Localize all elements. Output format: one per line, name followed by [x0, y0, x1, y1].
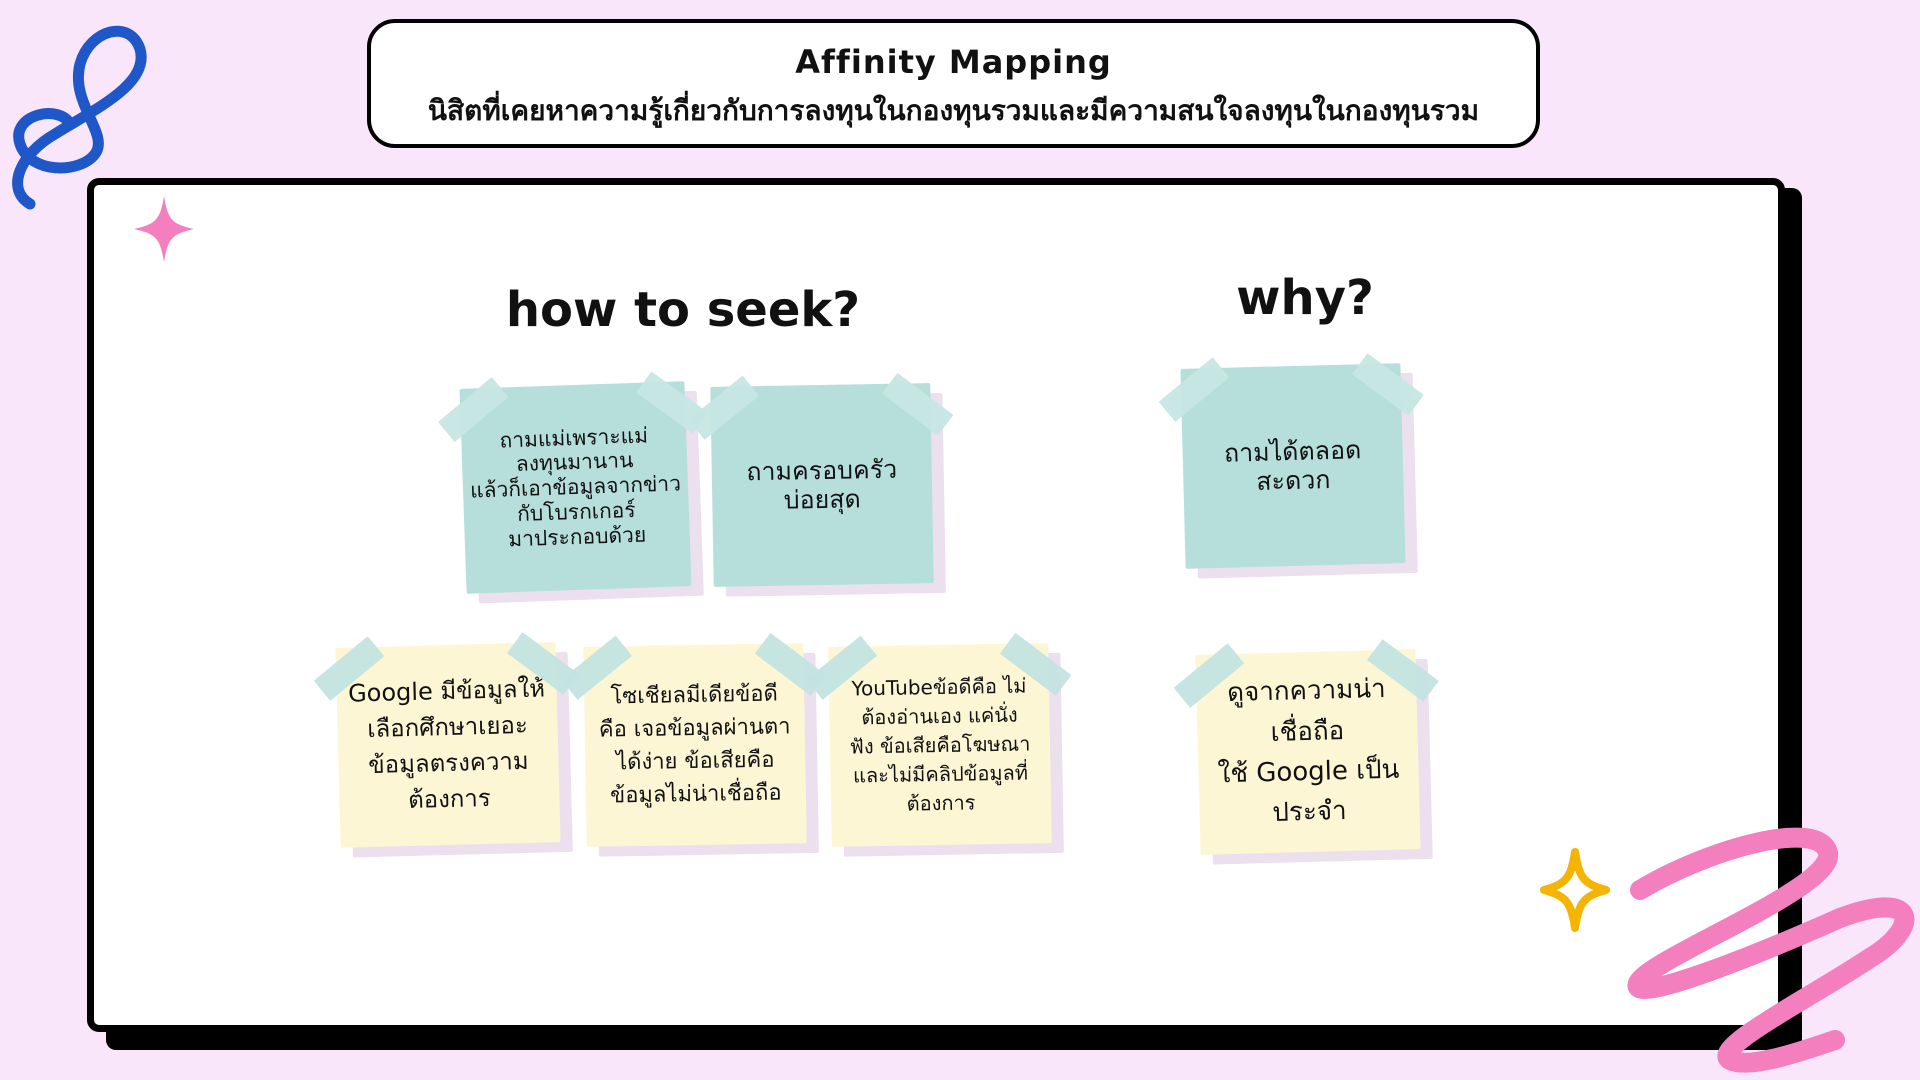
sticky-note: Google มีข้อมูลให้ เลือกศึกษาเยอะ ข้อมูล… — [313, 632, 579, 858]
sticky-note: ถามครอบครัว บ่อยสุด — [688, 372, 954, 597]
note-text: YouTubeข้อดีคือ ไม่ ต้องอ่านเอง แค่นั่ง … — [849, 672, 1031, 816]
note-text: ถามแม่เพราะแม่ ลงทุนมานาน แล้วก็เอาข้อมู… — [469, 423, 682, 552]
sticky-note: ดูจากความน่า เชื่อถือ ใช้ Google เป็น ปร… — [1173, 639, 1439, 865]
note-text: ถามได้ตลอด สะดวก — [1223, 434, 1362, 496]
pink-scribble-icon — [1627, 827, 1915, 1073]
why-heading: why? — [1236, 270, 1374, 326]
how-to-seek-heading: how to seek? — [505, 282, 861, 338]
sticky-note: ถามได้ตลอด สะดวก — [1158, 353, 1424, 579]
sticky-note: ถามแม่เพราะแม่ ลงทุนมานาน แล้วก็เอาข้อมู… — [438, 371, 709, 604]
note-text: ดูจากความน่า เชื่อถือ ใช้ Google เป็น ปร… — [1217, 674, 1400, 829]
page-title: Affinity Mapping — [795, 43, 1112, 81]
sticky-note: YouTubeข้อดีคือ ไม่ ต้องอ่านเอง แค่นั่ง … — [806, 632, 1072, 857]
page-subtitle: นิสิตที่เคยหาความรู้เกี่ยวกับการลงทุนในก… — [427, 94, 1480, 127]
sticky-note: โซเชียลมีเดียข้อดี คือ เจอข้อมูลผ่านตา ไ… — [561, 632, 827, 857]
note-text: ถามครอบครัว บ่อยสุด — [746, 454, 898, 515]
affinity-board — [87, 178, 1785, 1032]
note-text: โซเชียลมีเดียข้อดี คือ เจอข้อมูลผ่านตา ไ… — [598, 681, 791, 809]
pink-sparkle-icon — [134, 196, 194, 262]
yellow-sparkle-icon — [1540, 848, 1610, 932]
blue-squiggle-icon — [12, 25, 147, 210]
note-text: Google มีข้อมูลให้ เลือกศึกษาเยอะ ข้อมูล… — [347, 674, 546, 815]
title-box: Affinity Mapping นิสิตที่เคยหาความรู้เกี… — [367, 19, 1540, 148]
